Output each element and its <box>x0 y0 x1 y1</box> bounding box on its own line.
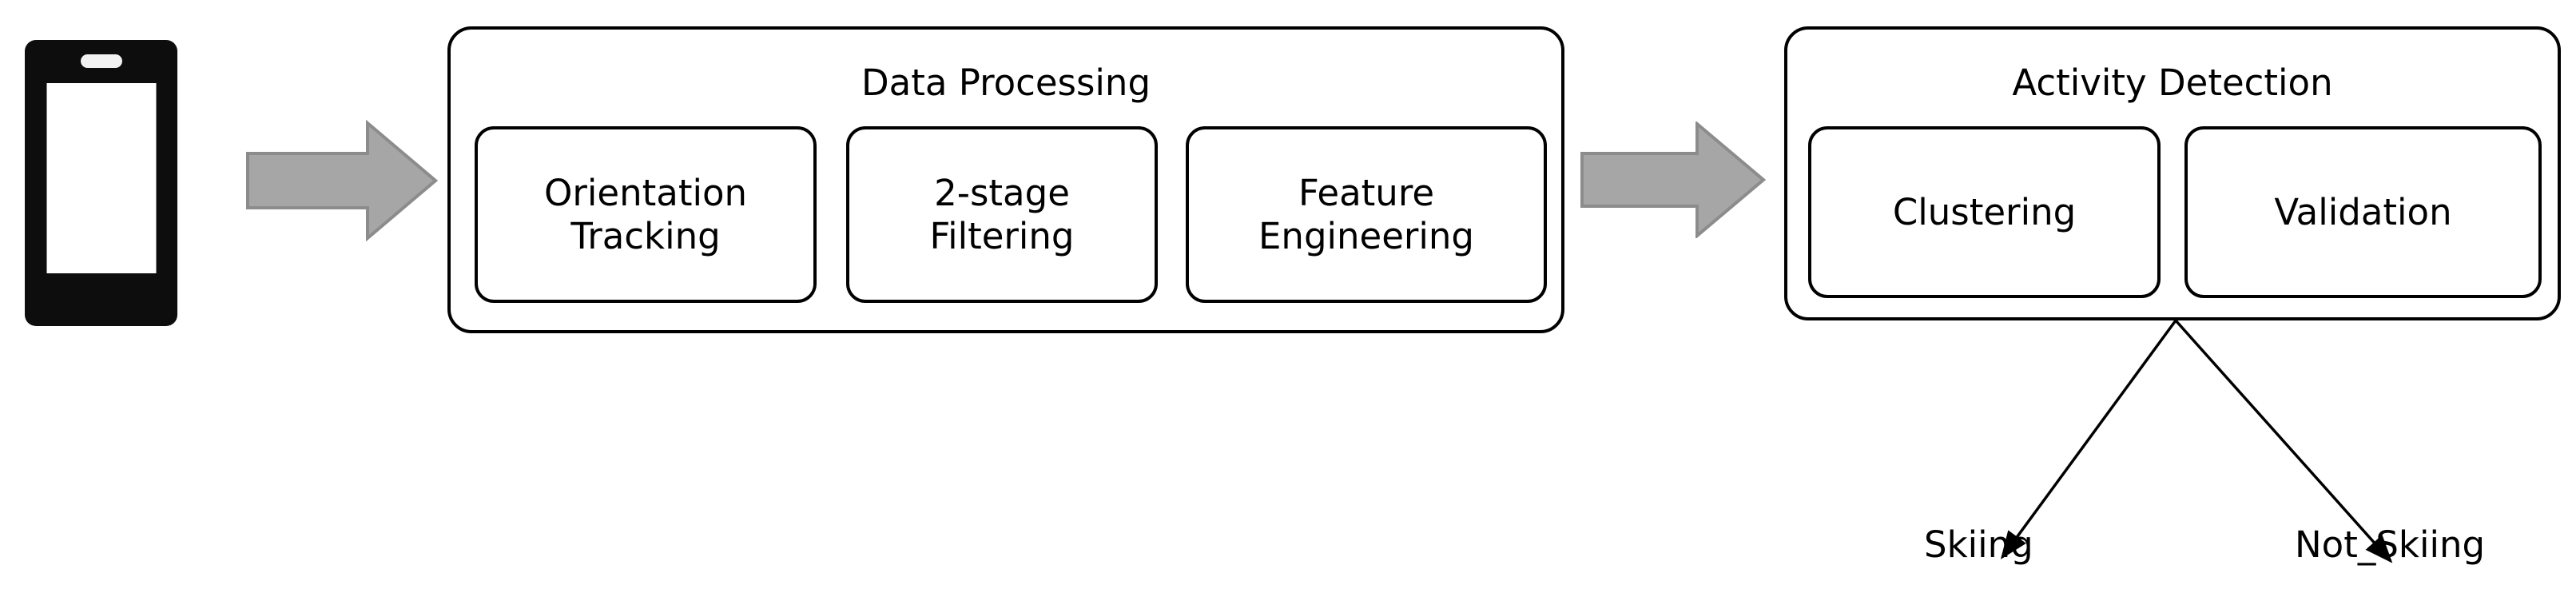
block-validation-label: Validation <box>2274 190 2452 233</box>
stage-data-processing: Data Processing Orientation Tracking 2-s… <box>447 26 1564 333</box>
smartphone-speaker <box>80 54 122 68</box>
stage-title-activity-detection: Activity Detection <box>2012 62 2333 104</box>
block-orientation-tracking[interactable]: Orientation Tracking <box>475 126 817 303</box>
block-validation[interactable]: Validation <box>2184 126 2542 298</box>
smartphone-icon <box>25 40 177 326</box>
block-label-line-1: Feature <box>1298 171 1435 214</box>
block-2-stage-filtering[interactable]: 2-stage Filtering <box>846 126 1158 303</box>
block-label-line-1: Orientation <box>543 171 748 214</box>
block-2-stage-filtering-label: 2-stage Filtering <box>929 172 1074 258</box>
block-orientation-tracking-label: Orientation Tracking <box>544 172 747 258</box>
block-label-line-2: Tracking <box>570 214 721 257</box>
stage-activity-detection: Activity Detection Clustering Validation <box>1784 26 2561 320</box>
block-label-line-2: Engineering <box>1258 214 1474 257</box>
block-feature-engineering-label: Feature Engineering <box>1258 172 1474 258</box>
smartphone-screen <box>46 83 156 273</box>
flow-arrow-phone-to-data-processing <box>246 120 438 241</box>
block-feature-engineering[interactable]: Feature Engineering <box>1186 126 1547 303</box>
branch-arrow-skiing <box>2000 319 2177 559</box>
block-label-line-1: 2-stage <box>934 171 1070 214</box>
flow-arrow-data-processing-to-activity-detection <box>1580 121 1766 238</box>
block-clustering[interactable]: Clustering <box>1808 126 2161 298</box>
block-clustering-label: Clustering <box>1892 190 2077 233</box>
outcome-label-not-skiing: Not_Skiing <box>2295 523 2486 566</box>
block-label-line-2: Filtering <box>929 214 1075 257</box>
stage-title-data-processing: Data Processing <box>861 62 1151 104</box>
outcome-label-skiing: Skiing <box>1924 523 2033 566</box>
